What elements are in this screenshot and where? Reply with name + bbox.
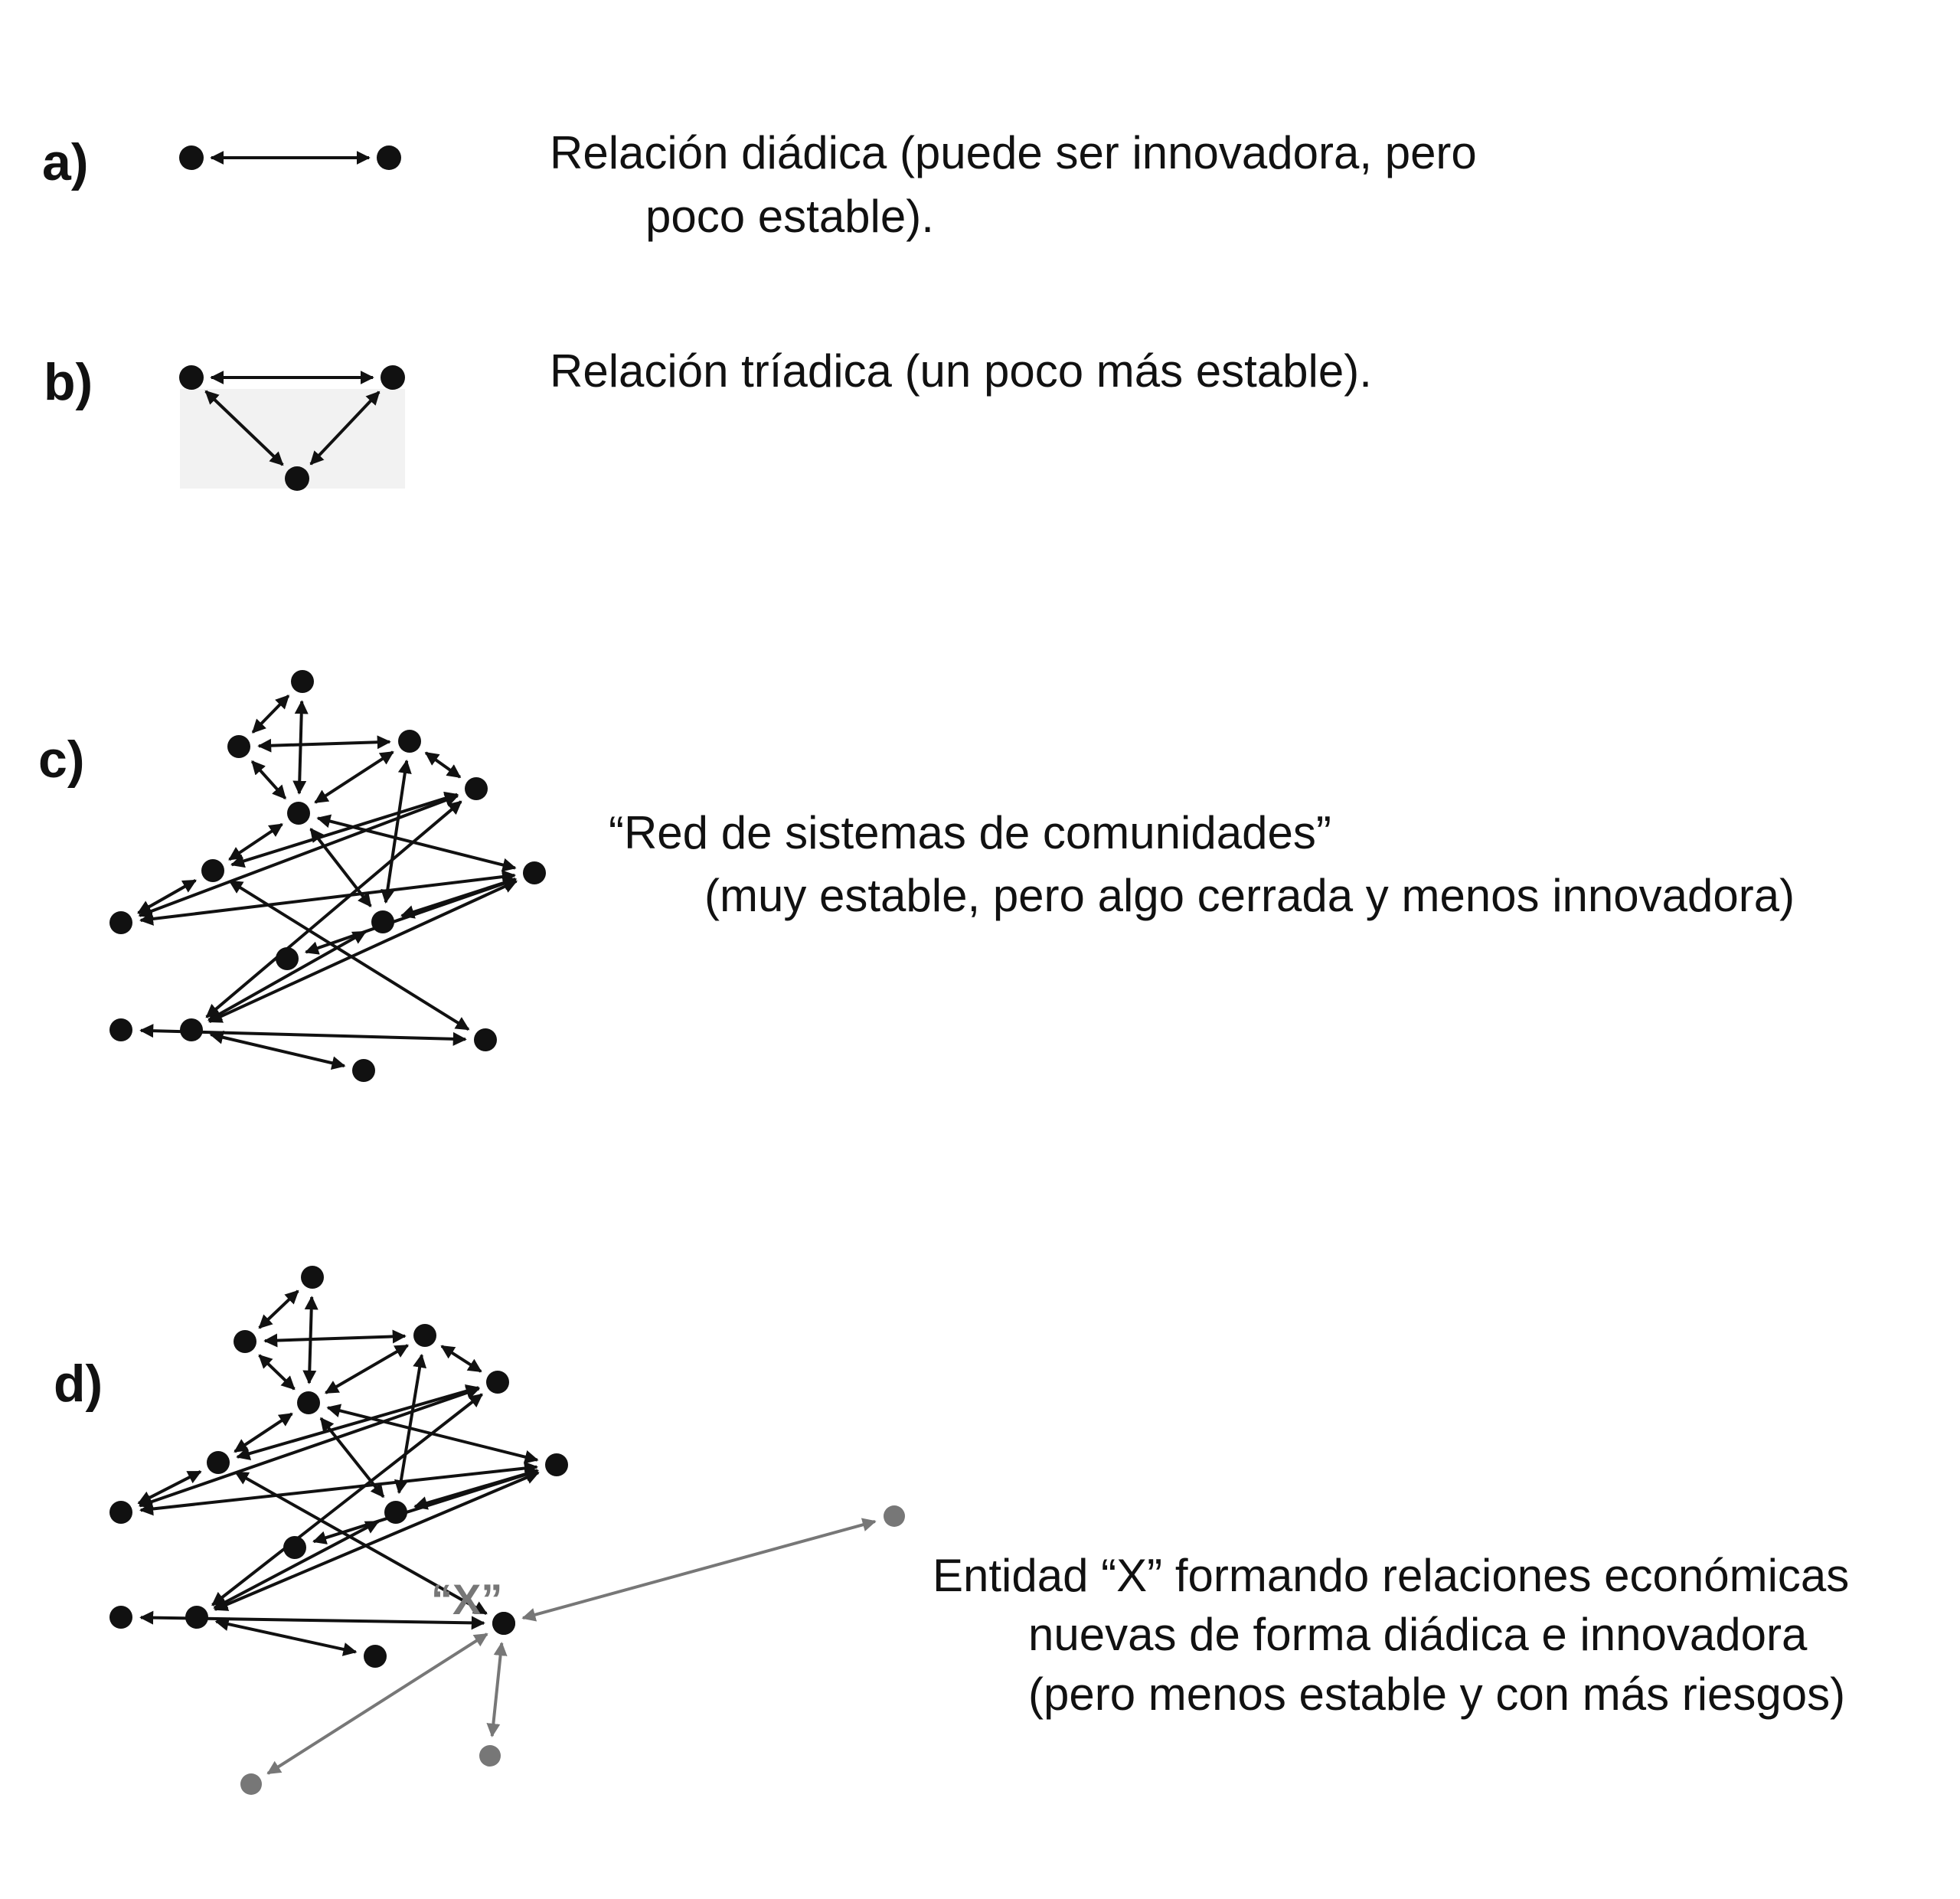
network-node: [398, 730, 421, 753]
network-node: [207, 1451, 230, 1474]
new-economic-link: [486, 1642, 508, 1737]
panel-b-letter: b): [44, 353, 93, 411]
panel-d-description-line1: Entidad “X” formando relaciones económic…: [933, 1550, 1849, 1601]
triad-node: [381, 365, 405, 390]
network-with-entity-x: [109, 1266, 905, 1795]
network-node: [371, 910, 394, 933]
panel-b: b) Relación tríadica (un poco más establ…: [44, 345, 1372, 491]
panel-d-description-line3: (pero menos estable y con más riesgos): [1028, 1669, 1845, 1720]
network-link: [209, 1030, 346, 1070]
network-node: [276, 947, 299, 970]
network-link: [263, 1329, 407, 1348]
panel-a-description-line1: Relación diádica (puede ser innovadora, …: [550, 127, 1477, 178]
network-node: [227, 735, 250, 758]
new-economic-link: [521, 1518, 877, 1622]
network-node: [523, 861, 546, 884]
network-link: [230, 791, 459, 868]
triad-link: [204, 390, 284, 466]
dyad-node: [377, 145, 401, 170]
network-link: [213, 1520, 380, 1610]
new-partner-node: [240, 1773, 262, 1795]
network-link: [324, 1344, 410, 1394]
new-partner-node: [479, 1745, 501, 1767]
panel-d-description-line2: nuevas de forma diádica e innovadora: [1028, 1609, 1808, 1660]
triad-node: [179, 365, 204, 390]
network-link: [228, 880, 470, 1031]
network-link: [251, 695, 290, 734]
network-link: [250, 760, 287, 799]
panel-c-letter: c): [38, 731, 84, 789]
network-link: [214, 1617, 358, 1656]
network-node: [109, 1501, 132, 1524]
network-node: [301, 1266, 324, 1289]
network-link: [234, 1471, 488, 1615]
panel-c-description-line2: (muy estable, pero algo cerrada y menos …: [704, 870, 1795, 921]
network-node: [474, 1028, 497, 1051]
network-link: [207, 930, 367, 1021]
entity-x-label: “X”: [431, 1575, 502, 1623]
network-node: [201, 859, 224, 882]
network-node: [109, 1606, 132, 1629]
new-economic-link: [266, 1633, 488, 1775]
network-link: [304, 877, 518, 955]
new-partner-node: [884, 1505, 905, 1527]
panel-c: c) “Red de sistemas de comunidades” (muy…: [38, 670, 1795, 1082]
network-node: [180, 1018, 203, 1041]
network-link: [234, 1412, 293, 1453]
panel-a-letter: a): [42, 133, 88, 191]
network-link: [424, 751, 462, 779]
network-node: [283, 1536, 306, 1559]
network-link: [236, 1384, 480, 1460]
panel-a-description-line2: poco estable).: [645, 191, 934, 242]
network-node: [545, 1453, 568, 1476]
triad-diagram: [179, 365, 405, 491]
triad-link: [309, 391, 381, 466]
network-link: [440, 1345, 482, 1373]
dyad-node: [179, 145, 204, 170]
network-link: [257, 735, 391, 753]
dyad-diagram: [179, 145, 401, 170]
panel-a: a) Relación diádica (puede ser innovador…: [42, 127, 1477, 242]
network-node: [465, 777, 488, 800]
network-link: [207, 879, 518, 1024]
network-node: [109, 911, 132, 934]
network-node: [291, 670, 314, 693]
network-node: [297, 1391, 320, 1414]
network-node: [287, 802, 310, 825]
community-network: [109, 670, 546, 1082]
network-link: [312, 1468, 539, 1544]
network-link: [258, 1289, 299, 1329]
network-node: [413, 1324, 436, 1347]
network-node: [109, 1018, 132, 1041]
panel-d: d) “X” Entidad “X” formando relaciones e…: [54, 1266, 1849, 1795]
network-link: [292, 700, 309, 795]
network-link: [258, 1354, 296, 1391]
network-link: [228, 822, 283, 861]
network-node: [234, 1330, 256, 1353]
triad-node: [285, 466, 309, 491]
network-node: [185, 1606, 208, 1629]
network-node: [486, 1371, 509, 1394]
network-node: [364, 1645, 387, 1668]
panel-c-description-line1: “Red de sistemas de comunidades”: [609, 807, 1331, 858]
network-link: [394, 1353, 427, 1495]
network-link: [314, 750, 394, 804]
panel-b-description: Relación tríadica (un poco más estable).: [550, 345, 1372, 397]
network-link: [316, 814, 517, 872]
network-node: [384, 1501, 407, 1524]
entity-x-node: [492, 1612, 515, 1635]
network-node: [352, 1059, 375, 1082]
network-link: [381, 759, 412, 904]
panel-d-letter: d): [54, 1355, 103, 1413]
